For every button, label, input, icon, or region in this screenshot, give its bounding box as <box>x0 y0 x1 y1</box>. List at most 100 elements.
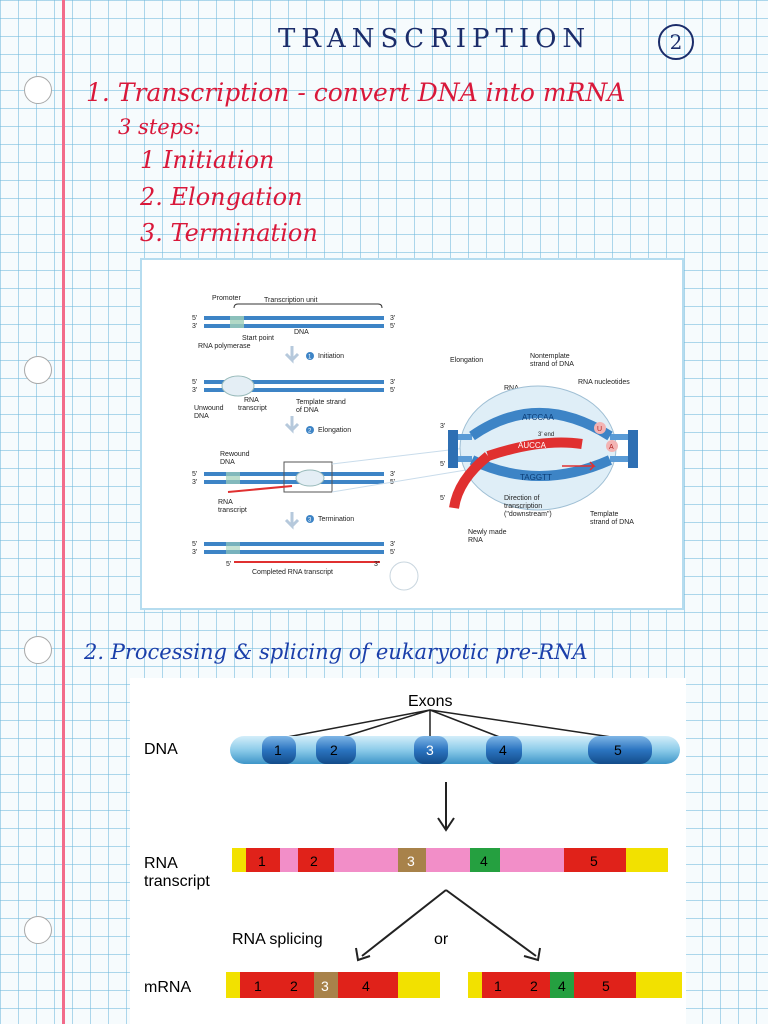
transcription-diagram: Promoter Transcription unit 5'3' 3'5' DN… <box>192 295 638 591</box>
svg-text:3: 3 <box>426 742 434 758</box>
promoter-label: Promoter <box>212 295 241 302</box>
binder-hole <box>24 76 52 104</box>
step-elongation: 2. Elongation <box>140 183 303 211</box>
svg-text:U: U <box>597 426 602 433</box>
binder-hole <box>24 916 52 944</box>
initiation-label: Initiation <box>318 353 344 360</box>
polymerase-label: RNA polymerase <box>198 343 251 350</box>
svg-text:2: 2 <box>310 853 318 869</box>
svg-text:DNA: DNA <box>194 413 209 420</box>
svg-text:RNA: RNA <box>218 499 233 506</box>
margin-line <box>62 0 65 1024</box>
or-label: or <box>434 931 449 948</box>
svg-text:5': 5' <box>226 561 231 568</box>
start-point-label: Start point <box>242 335 274 342</box>
svg-text:1: 1 <box>308 355 312 361</box>
svg-text:4: 4 <box>480 853 488 869</box>
svg-text:4: 4 <box>499 742 507 758</box>
svg-text:2: 2 <box>290 978 298 994</box>
top-sequence: ATCCAA <box>522 413 555 422</box>
svg-text:3': 3' <box>390 541 395 548</box>
svg-text:2: 2 <box>530 978 538 994</box>
newly-made-rna-label: Newly made <box>468 529 507 536</box>
svg-text:2: 2 <box>308 429 312 435</box>
template-strand-label: Template strand <box>296 399 346 406</box>
svg-text:transcript: transcript <box>238 405 267 412</box>
svg-text:DNA: DNA <box>220 459 235 466</box>
svg-text:transcription: transcription <box>504 503 542 510</box>
svg-text:A: A <box>609 444 614 451</box>
page-title: TRANSCRIPTION <box>278 24 592 54</box>
svg-text:5': 5' <box>192 315 197 322</box>
svg-text:5': 5' <box>192 379 197 386</box>
unwound-label: Unwound <box>194 405 224 412</box>
elongation-label: Elongation <box>318 427 351 434</box>
dna-row-label: DNA <box>144 741 178 758</box>
splicing-diagram: Exons DNA 1 2 3 4 5 RNA transcript 1 2 3… <box>144 693 682 998</box>
section-2-heading: 2. Processing & splicing of eukaryotic p… <box>84 640 588 664</box>
step-termination: 3. Termination <box>140 219 318 247</box>
svg-text:("downstream"): ("downstream") <box>504 511 552 518</box>
svg-text:5: 5 <box>614 742 622 758</box>
svg-text:RNA: RNA <box>244 397 259 404</box>
unit-label: Transcription unit <box>264 297 317 304</box>
svg-text:transcript: transcript <box>144 873 210 890</box>
svg-text:5': 5' <box>440 495 445 502</box>
rna-transcript-label: RNA <box>144 855 178 872</box>
svg-text:5': 5' <box>390 323 395 330</box>
page-number: 2 <box>658 24 694 60</box>
svg-text:3: 3 <box>407 853 415 869</box>
svg-text:5': 5' <box>390 387 395 394</box>
svg-text:3: 3 <box>308 518 312 524</box>
svg-text:3': 3' <box>192 549 197 556</box>
svg-text:5': 5' <box>192 471 197 478</box>
svg-text:strand of DNA: strand of DNA <box>530 361 574 368</box>
elongation-zoom-title: Elongation <box>450 357 483 364</box>
svg-text:3': 3' <box>390 379 395 386</box>
svg-text:1: 1 <box>254 978 262 994</box>
completed-transcript-label: Completed RNA transcript <box>252 569 333 576</box>
svg-text:3': 3' <box>374 561 379 568</box>
svg-text:strand of DNA: strand of DNA <box>590 519 634 526</box>
svg-text:5: 5 <box>602 978 610 994</box>
svg-text:3': 3' <box>390 315 395 322</box>
note-line-2: 3 steps: <box>118 115 201 139</box>
svg-text:1: 1 <box>494 978 502 994</box>
note-line-1: 1. Transcription - convert DNA into mRNA <box>86 78 626 107</box>
svg-text:3: 3 <box>321 978 329 994</box>
binder-hole <box>24 356 52 384</box>
svg-text:1: 1 <box>258 853 266 869</box>
rna-splicing-label: RNA splicing <box>232 931 323 948</box>
svg-text:3' end: 3' end <box>538 432 554 438</box>
svg-text:2: 2 <box>330 742 338 758</box>
binder-hole <box>24 636 52 664</box>
dna-label: DNA <box>294 329 309 336</box>
svg-text:3': 3' <box>192 387 197 394</box>
svg-text:5': 5' <box>440 461 445 468</box>
exons-label: Exons <box>408 693 452 710</box>
rna-sequence: AUCCA <box>518 441 547 450</box>
svg-text:3': 3' <box>192 479 197 486</box>
svg-text:RNA: RNA <box>468 537 483 544</box>
svg-text:3': 3' <box>390 471 395 478</box>
template-strand-zoom-label: Template <box>590 511 619 518</box>
direction-label: Direction of <box>504 495 539 502</box>
svg-text:of DNA: of DNA <box>296 407 319 414</box>
transcription-figure: Promoter Transcription unit 5'3' 3'5' DN… <box>142 260 682 608</box>
svg-text:3': 3' <box>192 323 197 330</box>
step-initiation: 1 Initiation <box>140 146 275 174</box>
svg-text:5': 5' <box>192 541 197 548</box>
svg-text:4: 4 <box>558 978 566 994</box>
svg-text:Nontemplate: Nontemplate <box>530 353 570 360</box>
svg-text:5': 5' <box>390 549 395 556</box>
termination-label: Termination <box>318 516 354 523</box>
rewound-label: Rewound <box>220 451 250 458</box>
svg-text:5: 5 <box>590 853 598 869</box>
rna-nucleotides-label: RNA nucleotides <box>578 379 630 386</box>
svg-text:transcript: transcript <box>218 507 247 514</box>
splicing-figure: Exons DNA 1 2 3 4 5 RNA transcript 1 2 3… <box>130 678 686 1024</box>
svg-text:1: 1 <box>274 742 282 758</box>
svg-text:4: 4 <box>362 978 370 994</box>
mrna-label: mRNA <box>144 979 191 996</box>
bottom-sequence: TAGGTT <box>520 473 552 482</box>
